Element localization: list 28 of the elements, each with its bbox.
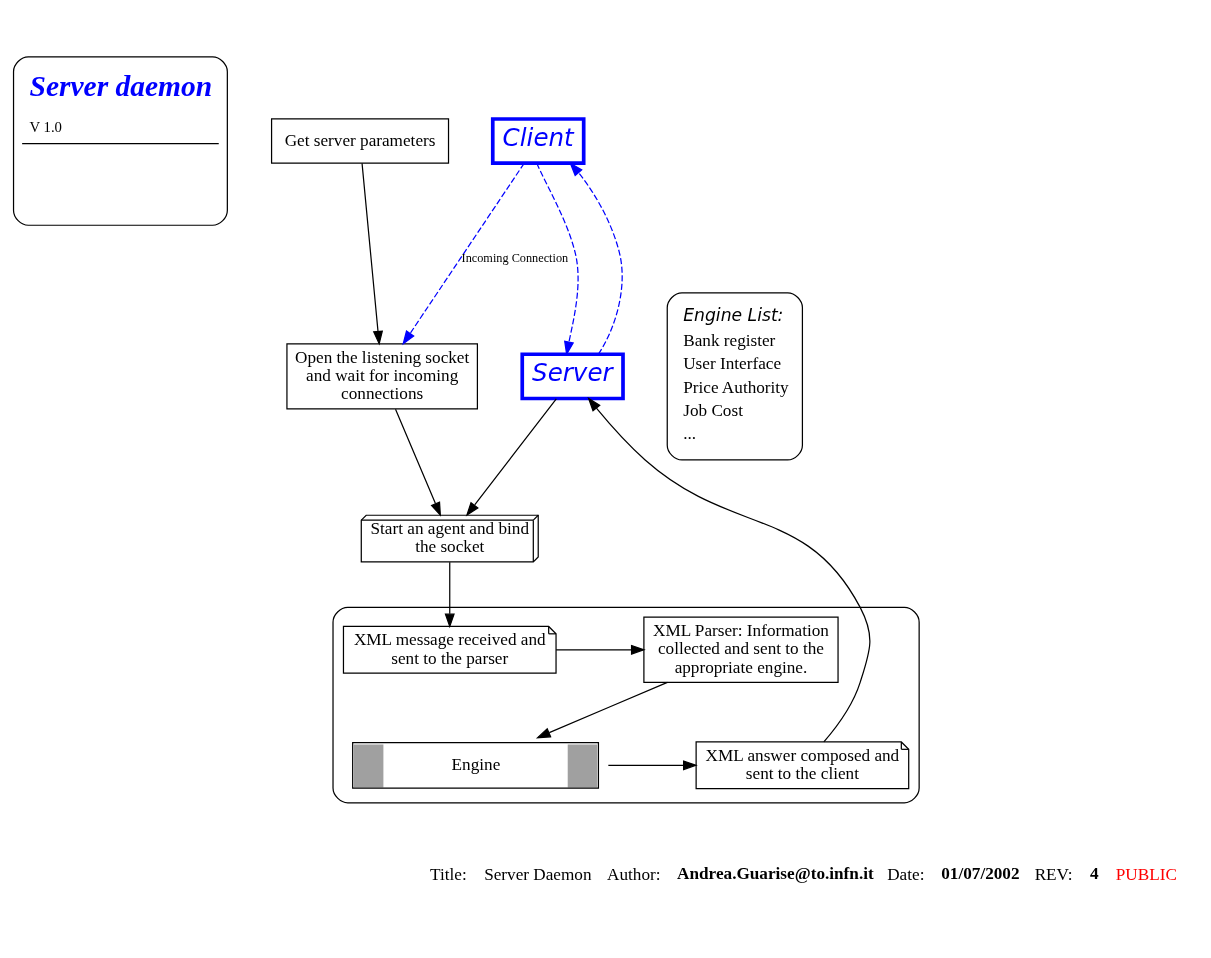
- label: Author:: [607, 864, 661, 884]
- arrow: [607, 760, 698, 771]
- node-box: Server daemon V 1.0: [12, 56, 228, 226]
- label: Date:: [887, 864, 925, 884]
- label: PUBLIC: [1115, 864, 1177, 884]
- node-box: Client: [490, 117, 586, 166]
- label: 4: [1089, 863, 1099, 883]
- arrow: [535, 681, 668, 739]
- label: 01/07/2002: [941, 863, 1020, 883]
- node-box: Server: [520, 352, 625, 401]
- label: REV:: [1034, 864, 1073, 884]
- arrow: [394, 408, 442, 517]
- node-box: XML Parser: Information collected and sent to the appropriate engine.: [643, 616, 839, 683]
- arrow: [361, 162, 384, 346]
- node-box: Open the listening socket and wait for incoming connections: [286, 343, 478, 410]
- label: Server Daemon: [484, 864, 592, 884]
- arrow: [536, 162, 579, 356]
- arrow: [555, 644, 646, 655]
- arrow: [402, 162, 525, 346]
- node-box: Engine List: Bank register User Interface Price Authority Job Cost ...: [666, 292, 804, 461]
- node-box: Get server parameters: [270, 118, 450, 164]
- arrow: [465, 398, 557, 517]
- label: Title:: [430, 864, 467, 884]
- label: Andrea.Guarise@to.infn.it: [677, 863, 874, 883]
- cluster: [332, 606, 920, 804]
- edge-label: Incoming Connection: [461, 251, 569, 266]
- arrow: [444, 561, 455, 629]
- arrow: [587, 397, 871, 743]
